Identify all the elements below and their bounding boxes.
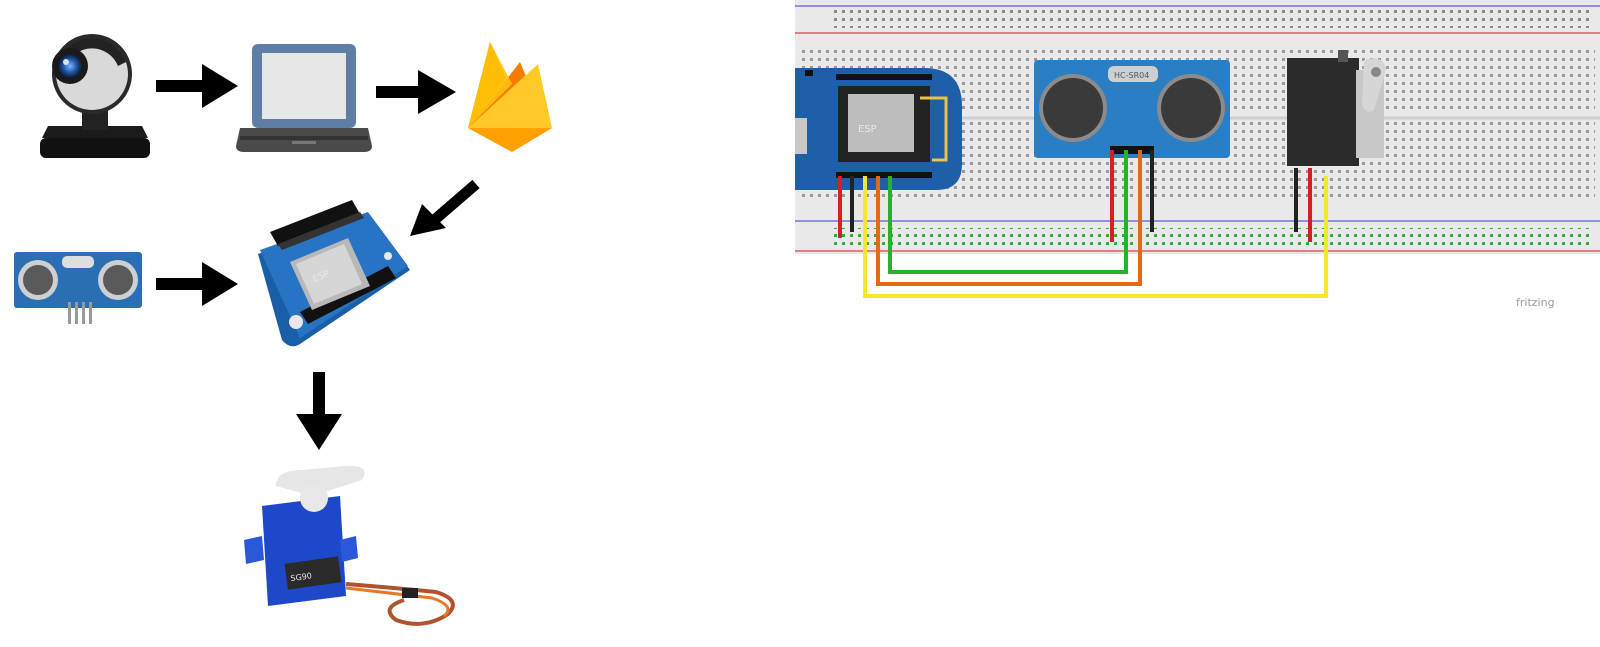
arrow-esp8266-to-servo <box>296 372 342 450</box>
fritzing-credit: fritzing <box>1516 296 1555 309</box>
arrow-sensor-to-esp8266 <box>156 262 238 306</box>
breadboard-servo <box>1287 50 1386 166</box>
arrow-webcam-to-laptop <box>156 64 238 108</box>
svg-text:ESP: ESP <box>858 124 877 135</box>
firebase-icon <box>468 42 552 152</box>
wire-set <box>838 150 1328 298</box>
webcam-icon <box>40 34 150 158</box>
ultrasonic-sensor-icon <box>14 252 142 324</box>
svg-text:SG90: SG90 <box>290 571 313 583</box>
wemos-d1-mini-icon: ESP <box>258 200 410 347</box>
breadboard-ultrasonic-sensor: HC-SR04 <box>1034 60 1230 158</box>
servo-motor-icon: SG90 <box>244 465 455 626</box>
sensor-label: HC-SR04 <box>1114 71 1149 80</box>
laptop-icon <box>236 44 372 152</box>
arrow-firebase-to-esp8266 <box>410 179 480 236</box>
arrow-laptop-to-firebase <box>376 70 456 114</box>
breadboard-wemos-board: ESP <box>795 68 962 190</box>
